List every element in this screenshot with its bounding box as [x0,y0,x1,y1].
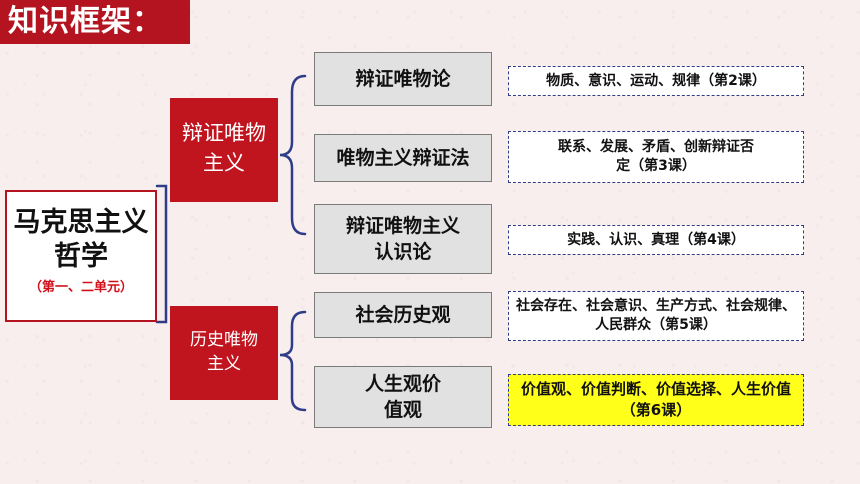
topic-detail: 实践、认识、真理（第4课） [508,225,804,255]
topic-node: 辩证唯物主义认识论 [314,204,492,274]
category-label: 辩证唯物主义 [182,121,266,175]
category2-brace [279,310,307,412]
topic-detail: 物质、意识、运动、规律（第2课） [508,66,804,96]
root-note: （第一、二单元） [28,280,133,295]
topic-detail: 社会存在、社会意识、生产方式、社会规律、人民群众（第5课） [508,291,804,341]
category1-brace [279,74,307,236]
topic-node: 辩证唯物论 [314,52,492,106]
category-dialectical-materialism: 辩证唯物主义 [170,98,278,202]
page-title: 知识框架： [0,0,190,44]
root-label: 马克思主义哲学 [13,207,149,272]
topic-node: 人生观价值观 [314,366,492,428]
topic-detail-highlighted: 价值观、价值判断、价值选择、人生价值（第6课） [508,374,804,426]
topic-node: 唯物主义辩证法 [314,134,492,182]
root-bracket [155,184,168,324]
category-historical-materialism: 历史唯物主义 [170,306,278,400]
topic-node: 社会历史观 [314,292,492,338]
topic-detail: 联系、发展、矛盾、创新辩证否定（第3课） [508,131,804,183]
category-label: 历史唯物主义 [190,330,258,374]
root-node: 马克思主义哲学 （第一、二单元） [5,190,157,322]
